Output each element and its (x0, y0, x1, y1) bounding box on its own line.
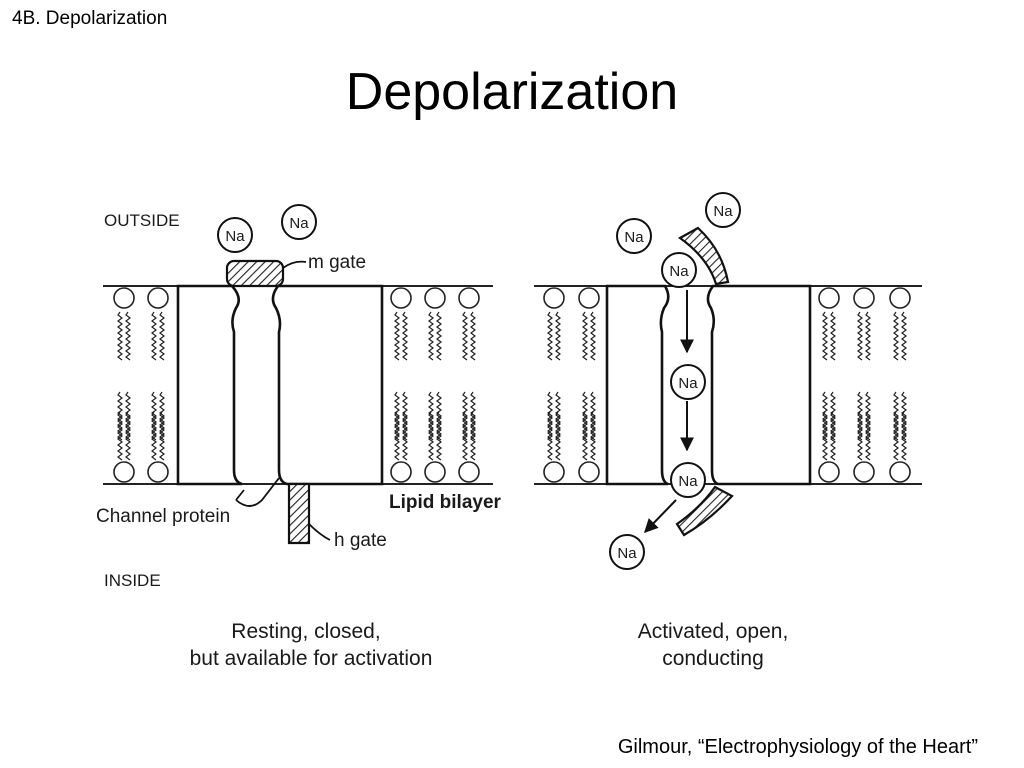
m-gate-open (677, 226, 730, 286)
outside-label: OUTSIDE (104, 211, 180, 230)
m-gate-label: m gate (308, 252, 366, 273)
svg-text:Na: Na (669, 263, 689, 280)
na-ion: Na (616, 218, 652, 254)
svg-text:Na: Na (225, 228, 245, 245)
na-ion: Na (661, 252, 697, 288)
lipid-molecule (390, 287, 412, 441)
h-gate-label: h gate (334, 530, 387, 551)
lipid-head (147, 287, 169, 309)
lipid-head (424, 287, 446, 309)
na-ion: Na (705, 192, 741, 228)
lipid-head (458, 461, 480, 483)
channel-protein-right-half (271, 284, 384, 486)
lipid-molecule (147, 287, 169, 441)
lipid-head (113, 461, 135, 483)
lipid-molecule (147, 411, 169, 483)
lipid-head (578, 287, 600, 309)
channel-protein-label: Channel protein (96, 506, 230, 527)
ion-flow-arrows (644, 290, 694, 534)
lipid-molecule (458, 287, 480, 441)
na-ion: Na (281, 204, 317, 240)
lipid-molecule (543, 287, 565, 441)
lipid-bilayer-label: Lipid bilayer (389, 492, 502, 513)
lipid-head (818, 461, 840, 483)
na-ion: Na (670, 364, 706, 400)
na-ion: Na (217, 217, 253, 253)
channel-protein-right-half-open (706, 284, 812, 486)
lipid-molecule (390, 411, 412, 483)
lipid-head (853, 287, 875, 309)
channel-protein-left-half-open (605, 284, 670, 486)
lipid-head (424, 461, 446, 483)
resting-caption-line-1: Resting, closed, (231, 620, 380, 643)
svg-text:Na: Na (678, 375, 698, 392)
lipid-head (113, 287, 135, 309)
svg-text:Na: Na (289, 215, 309, 232)
lipid-molecule (853, 411, 875, 483)
resting-caption-line-2: but available for activation (190, 647, 433, 670)
lipid-head (818, 287, 840, 309)
lipid-molecule (818, 287, 840, 441)
lipid-molecule (853, 287, 875, 441)
lipid-head (889, 461, 911, 483)
slide-title: Depolarization (345, 63, 679, 121)
lipid-molecule (818, 411, 840, 483)
h-gate-closed (675, 485, 734, 537)
lipid-molecule (578, 287, 600, 441)
activated-channel (605, 284, 812, 486)
lipid-molecule (543, 411, 565, 483)
lipid-head (390, 287, 412, 309)
lipid-head (390, 461, 412, 483)
lipid-molecule (424, 287, 446, 441)
inside-label: INSIDE (104, 571, 161, 590)
label-leaders (235, 260, 331, 541)
lipid-head (543, 287, 565, 309)
activated-caption-line-2: conducting (662, 647, 764, 670)
section-label: 4B. Depolarization (12, 8, 168, 29)
resting-channel (176, 284, 384, 486)
lipid-molecule (458, 411, 480, 483)
lipid-molecule (424, 411, 446, 483)
m-gate-closed (225, 259, 285, 288)
h-gate-open (287, 482, 311, 545)
lipid-molecule (578, 411, 600, 483)
lipid-molecule (889, 287, 911, 441)
lipid-molecule (889, 411, 911, 483)
lipid-head (147, 461, 169, 483)
lipid-molecule (113, 411, 135, 483)
lipid-molecule (113, 287, 135, 441)
lipid-head (853, 461, 875, 483)
citation: Gilmour, “Electrophysiology of the Heart… (617, 736, 978, 758)
lipid-bilayer-molecules (113, 287, 911, 483)
activated-caption-line-1: Activated, open, (638, 620, 789, 643)
lipid-head (543, 461, 565, 483)
svg-text:Na: Na (624, 229, 644, 246)
svg-text:Na: Na (617, 545, 637, 562)
sodium-ions: Na Na Na Na Na Na Na Na (217, 192, 741, 570)
svg-text:Na: Na (713, 203, 733, 220)
na-ion: Na (609, 534, 645, 570)
channel-protein-left-half (176, 284, 243, 486)
na-ion: Na (670, 462, 706, 498)
lipid-head (458, 287, 480, 309)
lipid-head (889, 287, 911, 309)
lipid-head (578, 461, 600, 483)
svg-text:Na: Na (678, 473, 698, 490)
